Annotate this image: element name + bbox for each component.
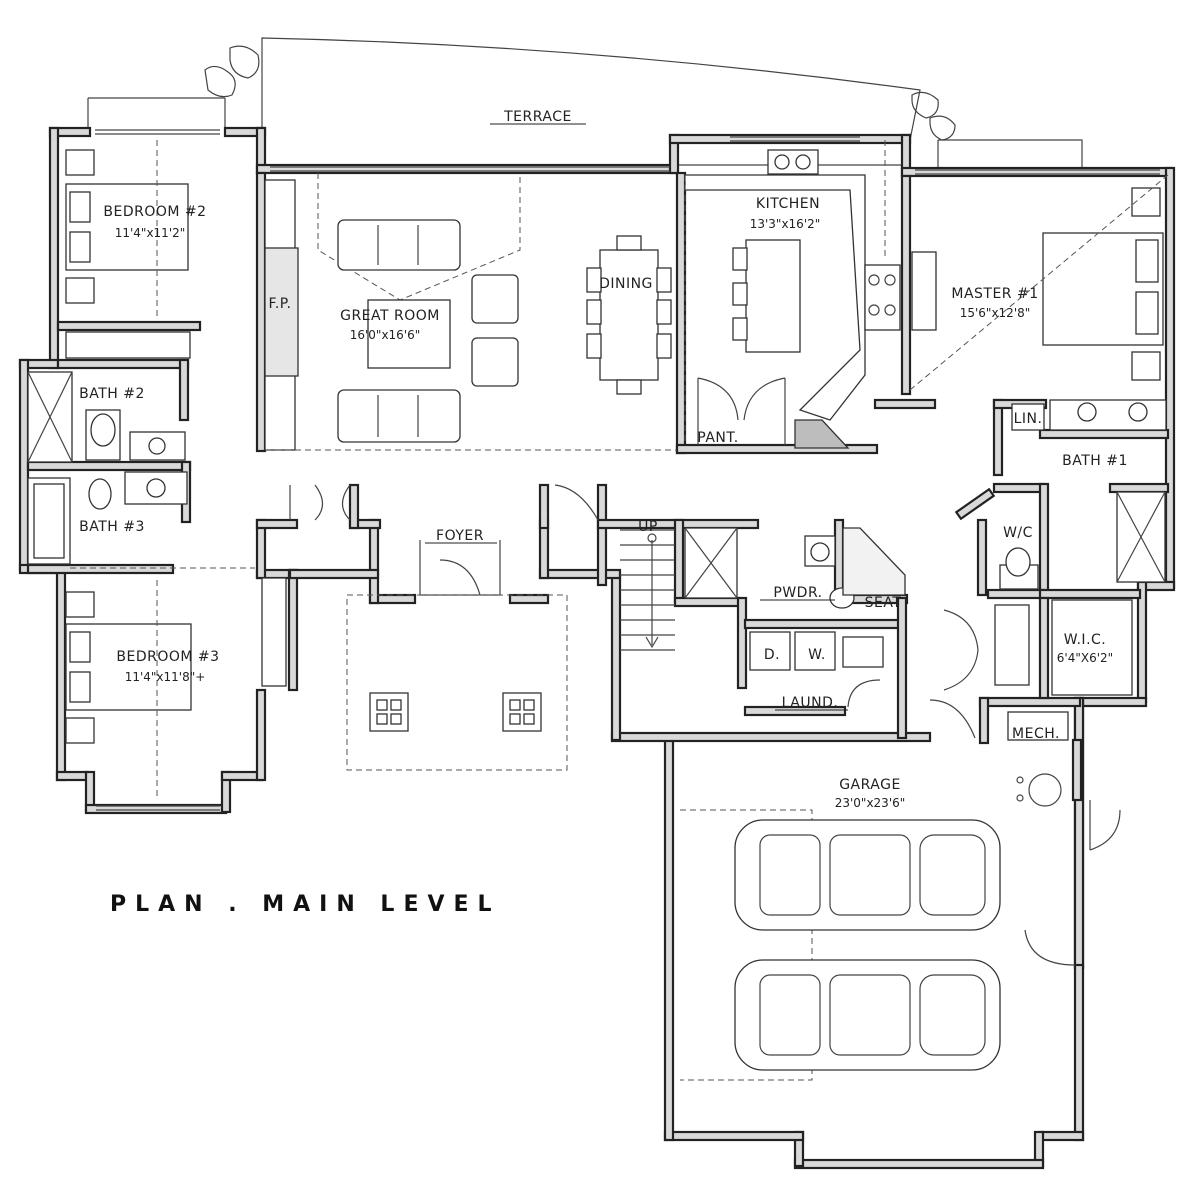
bath-1-label: BATH #1	[1062, 453, 1128, 469]
bedroom-3-size: 11'4"x11'8"+	[125, 670, 206, 684]
kitchen-size: 13'3"x16'2"	[750, 217, 821, 231]
terrace-label: TERRACE	[503, 109, 572, 125]
kitchen: KITCHEN 13'3"x16'2"	[684, 140, 901, 449]
foyer: FOYER	[289, 484, 599, 771]
dryer-label: D.	[764, 647, 780, 663]
washer-label: W.	[808, 647, 826, 663]
garage-name: GARAGE	[839, 777, 901, 793]
kitchen-name: KITCHEN	[756, 196, 820, 212]
great-room-size: 16'0"x16'6"	[350, 328, 421, 342]
foyer-label: FOYER	[436, 528, 484, 544]
master-bedroom: MASTER #1 15'6"x12'8"	[909, 174, 1169, 391]
pantry-label: PANT.	[697, 430, 738, 446]
garage-size: 23'0"x23'6"	[835, 796, 906, 810]
bath-2: BATH #2	[27, 371, 186, 463]
fireplace-label: F.P.	[269, 296, 292, 312]
bedroom-3-name: BEDROOM #3	[116, 649, 219, 665]
bedroom-3: BEDROOM #3 11'4"x11'8"+	[65, 567, 287, 800]
bath-3: BATH #3	[27, 471, 188, 565]
pantry: PANT.	[695, 377, 786, 446]
terrace: TERRACE	[87, 37, 1083, 168]
laundry-label: LAUND.	[782, 695, 839, 711]
master-name: MASTER #1	[951, 286, 1038, 302]
plan-title: PLAN . MAIN LEVEL	[110, 892, 501, 917]
dining-label: DINING	[599, 276, 653, 292]
great-room: F.P. GREAT ROOM 16'0"x16'6"	[264, 173, 677, 451]
windows	[95, 129, 1160, 811]
bedroom-2: BEDROOM #2 11'4"x11'2"	[65, 140, 206, 359]
bedroom-2-size: 11'4"x11'2"	[115, 226, 186, 240]
seat-label: SEAT	[865, 595, 902, 611]
wic-name: W.I.C.	[1064, 632, 1107, 648]
powder-laundry: PWDR. SEAT D. W. LAUND.	[749, 527, 979, 739]
stair: UP	[620, 519, 738, 651]
mech-label: MECH.	[1012, 726, 1060, 742]
wc-label: W/C	[1003, 525, 1033, 541]
linen-label: LIN.	[1014, 411, 1043, 427]
master-size: 15'6"x12'8"	[960, 306, 1031, 320]
bedroom-2-name: BEDROOM #2	[103, 204, 206, 220]
great-room-name: GREAT ROOM	[340, 308, 440, 324]
bath-2-label: BATH #2	[79, 386, 145, 402]
bath-1-suite: LIN. BATH #1 W/C W.I.C. 6'4"X6'2" MECH.	[994, 399, 1167, 742]
wic-size: 6'4"X6'2"	[1057, 651, 1113, 665]
powder-label: PWDR.	[773, 585, 822, 601]
garage: GARAGE 23'0"x23'6"	[680, 773, 1121, 1081]
bath-3-label: BATH #3	[79, 519, 145, 535]
dining: DINING	[586, 235, 672, 395]
stair-up-label: UP	[638, 519, 658, 535]
